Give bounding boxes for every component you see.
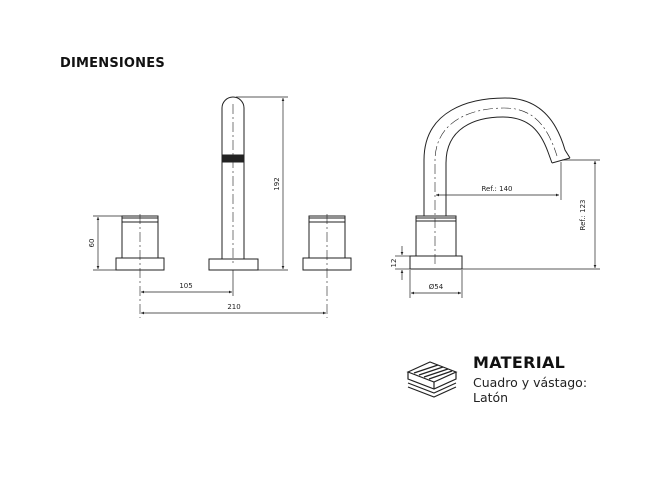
side-dimensions — [395, 159, 600, 298]
dim-60: 60 — [88, 239, 96, 248]
right-handle — [302, 215, 352, 271]
dim-105: 105 — [179, 282, 192, 290]
layered-material-icon — [406, 361, 458, 398]
material-line-2: Latón — [473, 390, 509, 405]
section-title: DIMENSIONES — [60, 56, 165, 71]
side-view — [409, 97, 571, 270]
dim-210: 210 — [227, 303, 240, 311]
left-handle — [115, 215, 165, 271]
dim-192: 192 — [273, 177, 281, 190]
dim-ref-140: Ref.: 140 — [482, 185, 513, 193]
front-dimensions — [93, 96, 326, 315]
dim-diameter-54: Ø54 — [429, 283, 444, 291]
dim-12: 12 — [390, 259, 398, 268]
material-line-1: Cuadro y vástago: — [473, 375, 588, 390]
front-view — [115, 96, 352, 318]
material-title: MATERIAL — [473, 353, 566, 372]
dim-ref-123: Ref.: 123 — [579, 200, 587, 231]
spout-column — [208, 96, 259, 271]
